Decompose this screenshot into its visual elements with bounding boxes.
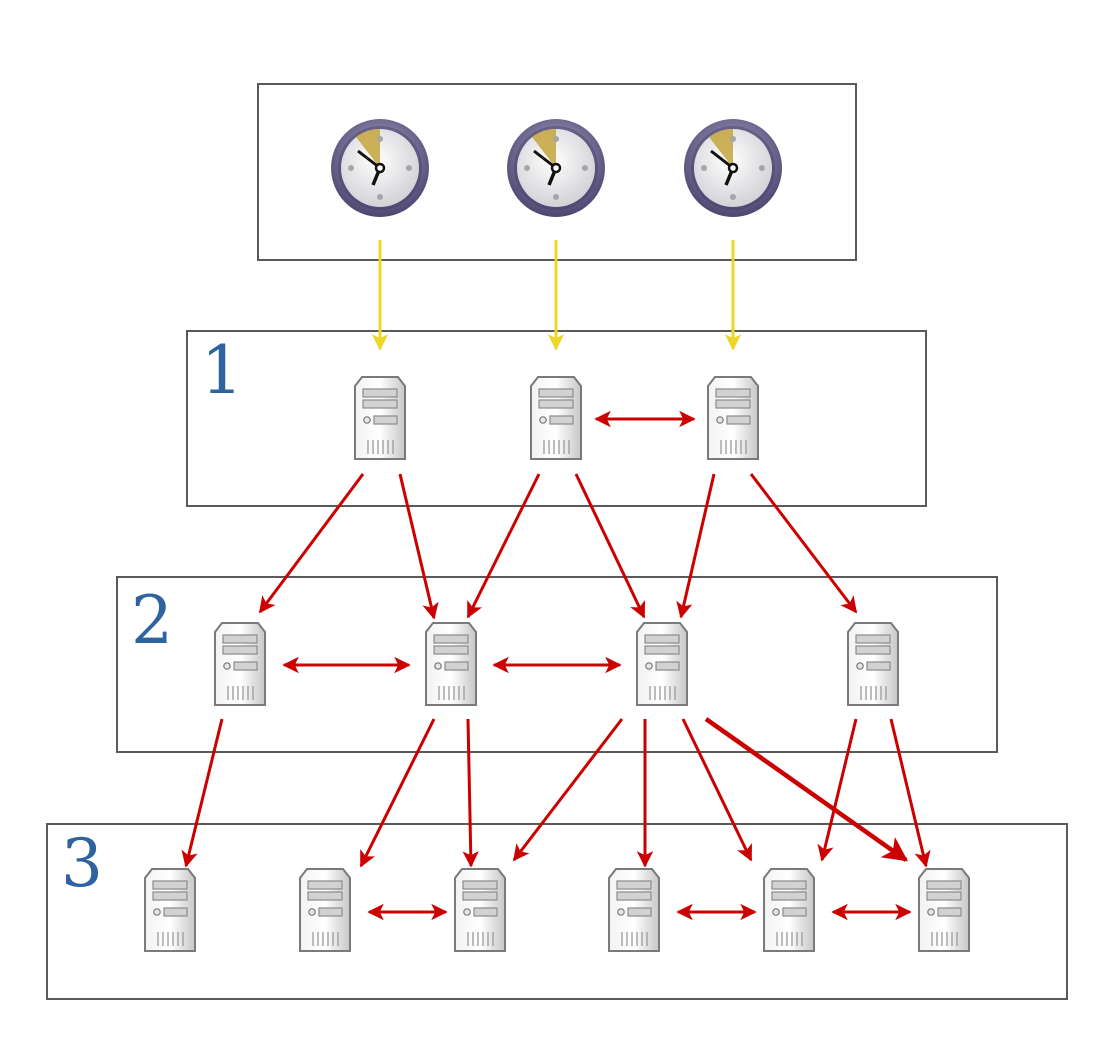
stratum-2-label: 2 bbox=[131, 582, 173, 659]
sync-link-arrow bbox=[398, 473, 439, 620]
server-icon bbox=[918, 868, 970, 952]
server-icon bbox=[454, 868, 506, 952]
server-icon bbox=[763, 868, 815, 952]
sync-link-arrow bbox=[574, 473, 646, 619]
sync-link-arrow bbox=[462, 718, 479, 868]
clock-icon bbox=[682, 117, 784, 219]
sync-link-arrow bbox=[704, 717, 909, 862]
server-icon bbox=[299, 868, 351, 952]
sync-link-arrow bbox=[359, 718, 436, 868]
sync-link-arrow bbox=[889, 718, 931, 868]
server-icon bbox=[636, 622, 688, 706]
stratum-3-box bbox=[46, 823, 1068, 1000]
sync-link-arrow bbox=[681, 718, 753, 862]
server-icon bbox=[354, 376, 406, 460]
sync-link-arrow bbox=[749, 473, 858, 614]
sync-link-arrow bbox=[181, 718, 224, 868]
server-icon bbox=[144, 868, 196, 952]
sync-link-arrow bbox=[676, 473, 716, 619]
sync-link-arrow bbox=[817, 718, 858, 862]
sync-link-arrow bbox=[258, 473, 365, 614]
server-icon bbox=[425, 622, 477, 706]
clock-icon bbox=[505, 117, 607, 219]
server-icon bbox=[608, 868, 660, 952]
stratum-1-label: 1 bbox=[201, 332, 243, 409]
server-icon bbox=[847, 622, 899, 706]
server-icon bbox=[530, 376, 582, 460]
sync-link-arrow bbox=[466, 473, 541, 619]
sync-link-arrow bbox=[512, 718, 624, 862]
server-icon bbox=[707, 376, 759, 460]
server-icon bbox=[214, 622, 266, 706]
stratum-3-label: 3 bbox=[61, 825, 103, 902]
clock-icon bbox=[329, 117, 431, 219]
